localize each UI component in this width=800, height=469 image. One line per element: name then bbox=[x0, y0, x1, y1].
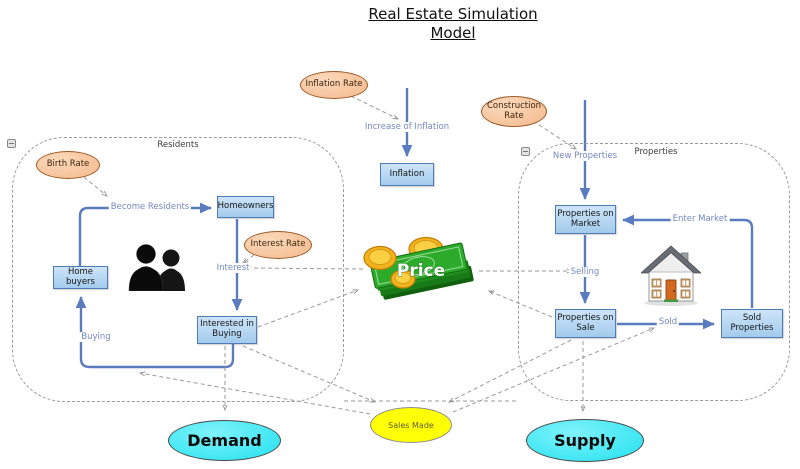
link-price-to-interest[interactable] bbox=[245, 265, 364, 271]
price-node[interactable]: Price bbox=[353, 232, 487, 310]
properties-group[interactable] bbox=[518, 143, 790, 401]
output-demand-label: Demand bbox=[187, 431, 262, 450]
flow-label-enter-market: Enter Market bbox=[670, 214, 730, 224]
residents-group[interactable] bbox=[12, 137, 344, 402]
rate-construction-rate-label: Construction Rate bbox=[486, 101, 542, 121]
flow-label-sold: Sold bbox=[656, 317, 680, 327]
residents-group-label: Residents bbox=[157, 140, 199, 150]
flow-label-new-properties: New Properties bbox=[550, 151, 620, 161]
flow-label-increase-of-inflation: Increase of Inflation bbox=[362, 122, 452, 132]
stock-sold-properties-label: Sold Properties bbox=[730, 312, 774, 333]
flow-enter-market[interactable] bbox=[622, 214, 754, 308]
money-icon bbox=[363, 236, 474, 300]
rate-birth-rate-label: Birth Rate bbox=[46, 159, 90, 170]
link-inflation-rate-to-flow[interactable] bbox=[350, 95, 400, 120]
stock-home-buyers[interactable]: Home buyers bbox=[53, 266, 108, 289]
stock-inflation-label: Inflation bbox=[389, 168, 425, 179]
output-sales-made[interactable]: Sales Made bbox=[370, 407, 452, 443]
flow-become-residents[interactable] bbox=[78, 202, 212, 266]
rate-construction-rate[interactable]: Construction Rate bbox=[481, 96, 547, 127]
stock-home-buyers-label: Home buyers bbox=[66, 266, 95, 287]
flow-label-become-residents: Become Residents bbox=[108, 202, 192, 212]
rate-interest-rate[interactable]: Interest Rate bbox=[244, 231, 312, 259]
rate-inflation-rate[interactable]: Inflation Rate bbox=[300, 71, 368, 99]
output-supply-label: Supply bbox=[554, 431, 616, 450]
stock-interested-in-buying[interactable]: Interested in Buying bbox=[197, 316, 257, 344]
stock-inflation[interactable]: Inflation bbox=[380, 163, 434, 186]
stock-properties-on-market[interactable]: Properties on Market bbox=[555, 205, 616, 234]
link-on-sale-to-price[interactable] bbox=[487, 290, 553, 318]
rate-interest-rate-label: Interest Rate bbox=[250, 239, 306, 250]
output-supply[interactable]: Supply bbox=[526, 419, 644, 462]
output-demand[interactable]: Demand bbox=[168, 420, 281, 461]
stock-sold-properties[interactable]: Sold Properties bbox=[721, 309, 783, 338]
collapse-icon[interactable] bbox=[521, 147, 530, 156]
stock-properties-on-sale[interactable]: Properties on Sale bbox=[555, 309, 616, 338]
flow-label-buying: Buying bbox=[79, 332, 113, 342]
stock-homeowners[interactable]: Homeowners bbox=[217, 196, 274, 218]
link-sales-made-to-buying[interactable] bbox=[138, 371, 371, 415]
stock-properties-on-sale-label: Properties on Sale bbox=[557, 312, 614, 333]
rate-inflation-rate-label: Inflation Rate bbox=[305, 79, 363, 90]
stock-interested-in-buying-label: Interested in Buying bbox=[200, 319, 254, 339]
flow-buying[interactable] bbox=[75, 296, 235, 369]
stock-homeowners-label: Homeowners bbox=[217, 201, 274, 212]
output-sales-made-label: Sales Made bbox=[388, 420, 434, 430]
page-title-line2: Model bbox=[430, 23, 476, 42]
link-interest-rate-to-flow[interactable] bbox=[241, 254, 255, 264]
collapse-icon[interactable] bbox=[7, 139, 16, 148]
page-title: Real Estate Simulation Model bbox=[328, 5, 578, 43]
price-label: Price bbox=[397, 261, 445, 281]
properties-group-label: Properties bbox=[634, 147, 678, 157]
flow-label-interest: Interest bbox=[214, 263, 252, 273]
people-icon[interactable] bbox=[124, 243, 194, 295]
page-title-line1: Real Estate Simulation bbox=[368, 5, 538, 23]
stock-properties-on-market-label: Properties on Market bbox=[557, 208, 614, 229]
link-interested-to-price[interactable] bbox=[257, 289, 360, 328]
link-birth-rate-to-flow[interactable] bbox=[83, 176, 108, 197]
house-icon[interactable] bbox=[639, 244, 703, 310]
rate-birth-rate[interactable]: Birth Rate bbox=[36, 151, 100, 179]
flow-label-selling: Selling bbox=[568, 267, 602, 277]
